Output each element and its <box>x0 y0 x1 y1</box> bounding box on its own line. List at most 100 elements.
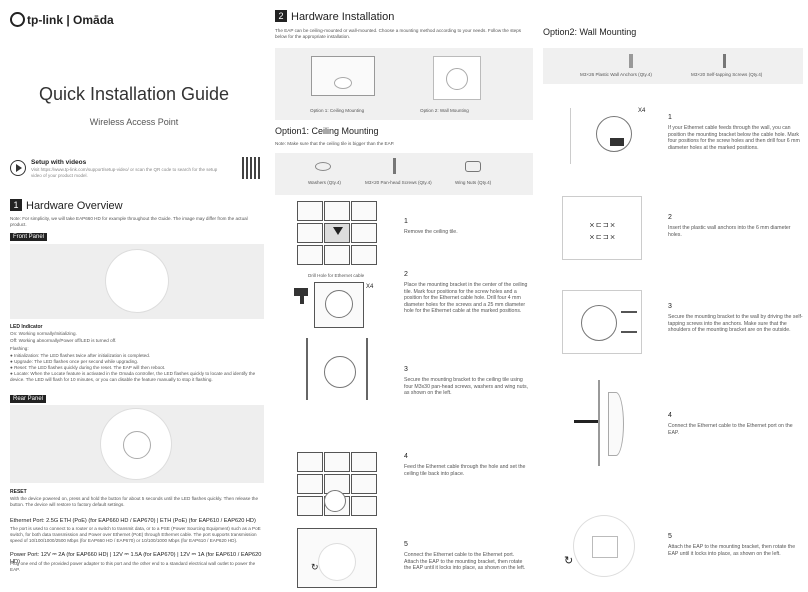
step2-image: Drill Hole for Ethernet cable X4 <box>292 270 384 328</box>
qr-code-icon[interactable] <box>242 157 262 179</box>
bracket-icon <box>581 305 617 341</box>
ethernet-port-title: Ethernet Port: 2.5G ETH (PoE) (for EAP66… <box>10 518 256 524</box>
setup-video-desc: Visit https://www.tp-link.com/support/se… <box>31 167 218 178</box>
brand-logo: tp-link | Omāda <box>10 12 114 27</box>
ceiling-parts-list: Washers (Qty.4) M3×20 Pan-head Screws (Q… <box>275 153 533 195</box>
wall-option-icon <box>433 56 481 100</box>
step-text: Insert the plastic wall anchors into the… <box>668 225 791 238</box>
rotate-arrow-icon: ↻ <box>564 555 574 567</box>
screw-icon <box>723 54 726 68</box>
eap-icon <box>574 516 634 576</box>
part-label: M3×26 Plastic Wall Anchors (Qty.4) <box>580 72 652 77</box>
bracket-icon <box>324 356 356 388</box>
step-number: 2 <box>404 271 408 278</box>
wall-step3-image <box>562 290 642 354</box>
step-number: 2 <box>668 214 672 221</box>
step-text: Feed the Ethernet cable through the hole… <box>404 464 526 477</box>
step1-image <box>297 201 379 265</box>
flash-item: ● Reset: The LED flashes quickly during … <box>10 365 166 370</box>
wall-parts-list: M3×26 Plastic Wall Anchors (Qty.4) M3×20… <box>543 48 803 84</box>
bracket-icon <box>596 116 632 152</box>
step-number: 1 <box>404 218 408 225</box>
wing-nut-icon <box>465 161 481 172</box>
led-off: Off: Working abnormally/Power off/LED is… <box>10 338 117 343</box>
washer-icon <box>315 162 331 171</box>
wall-column: Option2: Wall Mounting M3×26 Plastic Wal… <box>540 0 808 592</box>
power-port-title: Power Port: 12V ⎓ 2A (for EAP660 HD) | 1… <box>10 552 262 565</box>
step-text: If your Ethernet cable feeds through the… <box>668 125 800 151</box>
option1-caption: Option 1: Ceiling Mounting <box>310 108 365 113</box>
front-panel-tag: Front Panel <box>10 233 48 241</box>
eap-rear-icon <box>101 409 171 479</box>
flash-item: ● Locate: When the Locate feature is act… <box>10 371 256 382</box>
flash-item: ● Upgrade: The LED flashes once per seco… <box>10 359 139 364</box>
option2-heading: Option2: Wall Mounting <box>543 27 637 37</box>
wall-step2-image: ⨯⊏⊐⨯ ⨯⊏⊐⨯ <box>562 196 642 260</box>
led-title: LED Indicator <box>10 324 43 330</box>
step-number: 4 <box>404 453 408 460</box>
part-label: Wing Nuts (Qty.4) <box>455 180 492 185</box>
quantity-x4: X4 <box>366 284 374 290</box>
step-text: Secure the mounting bracket to the ceili… <box>404 377 528 396</box>
step5-image: ↻ <box>297 528 379 588</box>
part-label: M3×20 Self-tapping Screws (Qty.4) <box>691 72 763 77</box>
power-port-desc: Plug one end of the provided power adapt… <box>10 561 256 572</box>
drill-icon <box>610 138 624 146</box>
step-number: 3 <box>404 366 408 373</box>
flashing-label: Flashing: <box>10 346 29 351</box>
drill-icon <box>294 288 308 296</box>
step-text: Secure the mounting bracket to the wall … <box>668 314 803 333</box>
drill-hole-label: Drill Hole for Ethernet cable <box>308 273 365 278</box>
led-on: On: Working normally/Initializing. <box>10 331 77 336</box>
flash-item: ● Initialization: The LED flashes twice … <box>10 353 151 358</box>
wall-step1-image: X4 <box>560 104 652 166</box>
rotate-arrow-icon: ↻ <box>311 562 319 572</box>
rear-panel-tag: Rear Panel <box>10 395 47 403</box>
reset-title: RESET <box>10 489 27 495</box>
wall-anchor-icon <box>629 54 633 68</box>
step-text: Place the mounting bracket in the center… <box>404 282 528 314</box>
setup-video-title: Setup with videos <box>31 159 87 166</box>
step-text: Connect the Ethernet cable to the Ethern… <box>668 423 793 436</box>
eap-front-icon <box>106 250 168 312</box>
page-subtitle: Wireless Access Point <box>89 117 179 127</box>
mount-options-image: Option 1: Ceiling Mounting Option 2: Wal… <box>275 48 533 120</box>
ceiling-option-icon <box>311 56 375 96</box>
front-panel-image <box>10 244 264 319</box>
cover-column: tp-link | Omāda Quick Installation Guide… <box>0 0 268 592</box>
step-number: 5 <box>404 541 408 548</box>
step-number: 1 <box>668 114 672 121</box>
step3-image <box>300 336 376 408</box>
part-label: M3×20 Pan-head Screws (Qty.4) <box>365 180 432 185</box>
wall-step4-image <box>574 380 638 466</box>
installation-intro: The EAP can be ceiling-mounted or wall-m… <box>275 28 522 39</box>
tp-link-logo-icon <box>10 12 25 27</box>
quantity-x4: X4 <box>638 108 646 114</box>
step-number: 3 <box>668 303 672 310</box>
wall-step5-image: ↻ <box>564 510 644 582</box>
option2-caption: Option 2: Wall Mounting <box>420 108 469 113</box>
step-text: Remove the ceiling tile. <box>404 229 458 235</box>
ethernet-cable-icon <box>574 420 598 423</box>
option1-note: Note: Make sure that the ceiling tile is… <box>275 141 395 146</box>
bracket-ring-icon <box>123 431 151 459</box>
anchor-marks-icon: ⨯⊏⊐⨯ <box>589 222 617 229</box>
play-icon <box>10 160 26 176</box>
step-text: Attach the EAP to the mounting bracket, … <box>668 544 796 557</box>
screw-icon <box>393 158 396 174</box>
option1-heading: Option1: Ceiling Mounting <box>275 126 379 136</box>
arrow-down-icon <box>333 227 343 235</box>
page-title: Quick Installation Guide <box>38 84 230 104</box>
step-number: 5 <box>668 533 672 540</box>
step-number: 4 <box>668 412 672 419</box>
reset-desc: With the device powered on, press and ho… <box>10 496 259 507</box>
step-text: Connect the Ethernet cable to the Ethern… <box>404 552 526 571</box>
part-label: Washers (Qty.4) <box>308 180 341 185</box>
ethernet-port-desc: The port is used to connect to a router … <box>10 526 261 543</box>
bracket-icon <box>324 490 346 512</box>
overview-note: Note: For simplicity, we will take EAP66… <box>10 216 248 227</box>
step4-image <box>297 452 379 516</box>
